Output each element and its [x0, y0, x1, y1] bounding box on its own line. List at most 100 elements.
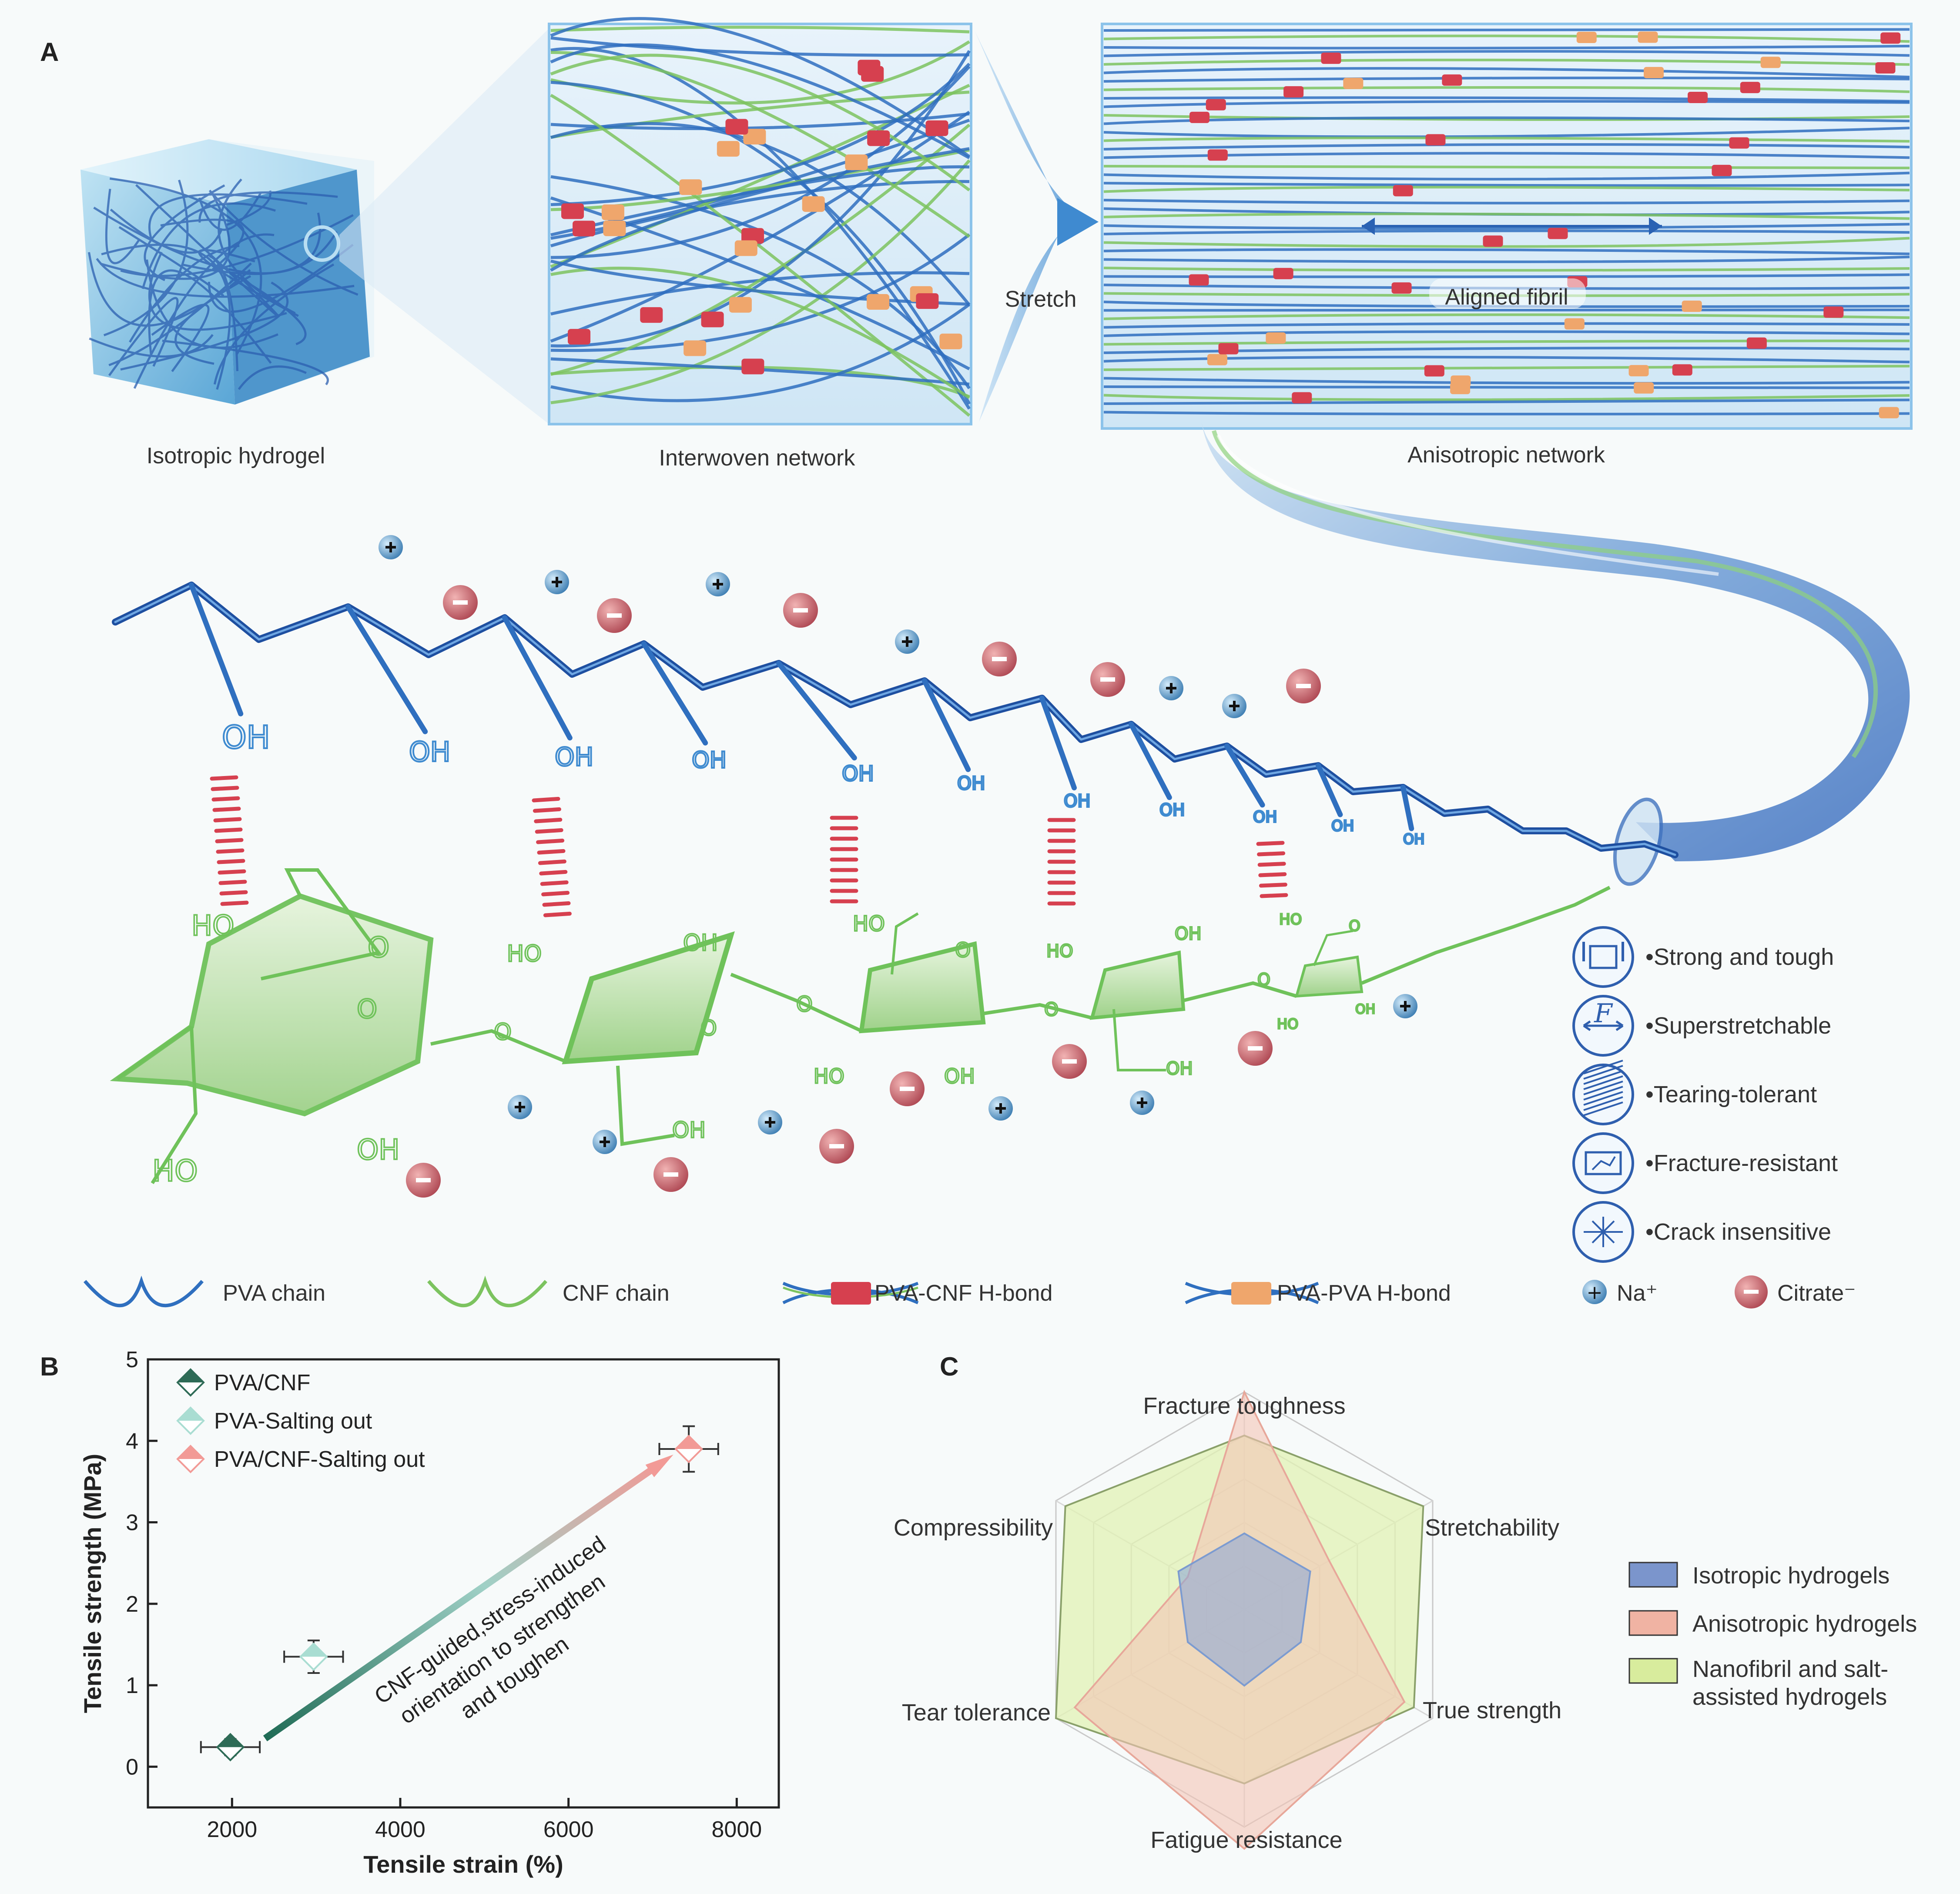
y-axis-label: Tensile strength (MPa) — [79, 1454, 106, 1713]
y-tick-label: 0 — [126, 1754, 138, 1780]
stretch-arrow — [975, 30, 1099, 422]
pva-oh-group: OH — [1253, 808, 1277, 826]
x-tick-label: 8000 — [711, 1817, 762, 1842]
radar-axis-label: Compressibility — [894, 1515, 1053, 1541]
legend-cnf-chain: CNF chain — [563, 1281, 670, 1306]
cnf-functional-group: HO — [1046, 941, 1073, 961]
panel-letter-a: A — [40, 37, 59, 67]
pva-pva-bond-legend-icon — [1185, 1282, 1319, 1305]
pva-oh-group: OH — [555, 742, 593, 772]
radar-axis-label: Tear tolerance — [902, 1700, 1051, 1726]
legend-marker — [176, 1445, 205, 1473]
citrate-ion-legend-icon — [1735, 1275, 1768, 1308]
cnf-functional-group: O — [494, 1019, 512, 1045]
radar-legend-label: Anisotropic hydrogels — [1692, 1611, 1917, 1637]
cnf-functional-group: O — [368, 932, 389, 964]
legend-pva-chain: PVA chain — [223, 1281, 325, 1306]
na-ion — [895, 629, 919, 654]
na-ion — [1130, 1091, 1154, 1115]
legend-label: PVA-Salting out — [214, 1409, 372, 1434]
pva-oh-group: OH — [222, 719, 270, 756]
pva-oh-group: OH — [1403, 831, 1424, 847]
na-ion-legend-icon: + — [1582, 1280, 1607, 1304]
isotropic-hydrogel-label: Isotropic hydrogel — [147, 443, 325, 468]
radar-legend-label: assisted hydrogels — [1692, 1684, 1887, 1710]
property-label: •Superstretchable — [1645, 1013, 1831, 1039]
pva-oh-group: OH — [692, 747, 727, 773]
panel-letter-c: C — [940, 1352, 958, 1381]
na-ion — [758, 1110, 782, 1134]
cnf-functional-group: HO — [853, 912, 885, 936]
panel-a-legend: PVA chain CNF chain PVA-CNF H-bond PVA-P… — [83, 1275, 1856, 1308]
radar-axis-label: Stretchability — [1425, 1515, 1559, 1541]
panel-letter-b: B — [40, 1352, 59, 1381]
x-tick-label: 2000 — [207, 1817, 257, 1842]
cnf-functional-group: OH — [1355, 1002, 1375, 1017]
na-ion — [379, 535, 403, 559]
y-tick-label: 4 — [126, 1429, 138, 1454]
y-tick-label: 2 — [126, 1592, 138, 1617]
svg-text:F: F — [1594, 998, 1613, 1029]
legend-marker — [176, 1406, 205, 1435]
anisotropic-network-label: Anisotropic network — [1407, 442, 1605, 468]
pva-oh-group: OH — [1331, 817, 1354, 835]
radar-series-polygon — [1177, 1532, 1311, 1687]
pva-oh-group: OH — [1064, 791, 1091, 811]
radar-axis-label: Fracture toughness — [1143, 1393, 1345, 1419]
cnf-functional-group: O — [796, 992, 813, 1017]
x-tick-label: 6000 — [543, 1817, 594, 1842]
pva-oh-group: OH — [957, 773, 985, 794]
cnf-functional-group: HO — [1279, 911, 1302, 928]
na-ion — [545, 570, 569, 594]
radar-legend-swatch — [1628, 1562, 1678, 1588]
citrate-ion — [1052, 1044, 1087, 1079]
property-label: •Fracture-resistant — [1645, 1150, 1838, 1176]
property-list: •Strong and toughF•Superstretchable•Tear… — [1572, 926, 1838, 1263]
citrate-ion — [1238, 1031, 1273, 1066]
cnf-functional-group: O — [1349, 917, 1360, 935]
citrate-ion — [1090, 662, 1125, 697]
radar-legend-label: Nanofibril and salt- — [1692, 1656, 1888, 1682]
cnf-functional-group: OH — [672, 1118, 706, 1143]
na-ion — [1222, 694, 1246, 718]
crack-insensitive-icon — [1572, 1201, 1634, 1263]
cnf-functional-group: O — [357, 994, 377, 1024]
interwoven-network-box — [548, 17, 972, 425]
zoom-cone-1 — [339, 28, 549, 424]
citrate-ion — [653, 1157, 688, 1192]
pva-oh-group: OH — [1159, 800, 1185, 820]
legend-marker — [176, 1368, 205, 1397]
legend-citrate: Citrate⁻ — [1777, 1281, 1856, 1306]
data-point — [216, 1733, 245, 1762]
na-ion — [1159, 676, 1183, 700]
legend-label: PVA/CNF — [214, 1370, 311, 1395]
radar-legend-swatch — [1628, 1658, 1678, 1684]
radar-axis-label: True strength — [1423, 1697, 1561, 1723]
legend-label: PVA/CNF-Salting out — [214, 1447, 425, 1472]
na-ion — [593, 1130, 617, 1154]
cnf-functional-group: HO — [1277, 1016, 1298, 1032]
cnf-chain-legend-icon — [427, 1275, 548, 1308]
stretch-label: Stretch — [1005, 287, 1077, 312]
fibril-tube — [1201, 418, 1910, 886]
fracture-resistant-icon — [1572, 1132, 1634, 1194]
cnf-functional-group: HO — [814, 1064, 844, 1088]
anisotropic-network-box — [1101, 23, 1913, 430]
interwoven-network-label: Interwoven network — [659, 445, 856, 471]
cnf-functional-group: HO — [191, 910, 235, 942]
citrate-ion — [406, 1163, 441, 1198]
citrate-ion — [1286, 669, 1321, 703]
tearing-tolerant-icon — [1572, 1060, 1634, 1125]
cnf-functional-group: O — [1044, 999, 1059, 1020]
cnf-functional-group: O — [1257, 970, 1270, 989]
property-label: •Tearing-tolerant — [1645, 1081, 1817, 1108]
trend-arrow-head — [645, 1454, 673, 1477]
pva-cnf-bond-legend-icon — [782, 1282, 919, 1305]
citrate-ion — [783, 593, 818, 628]
property-label: •Crack insensitive — [1645, 1219, 1831, 1245]
cnf-functional-group: OH — [357, 1134, 400, 1166]
